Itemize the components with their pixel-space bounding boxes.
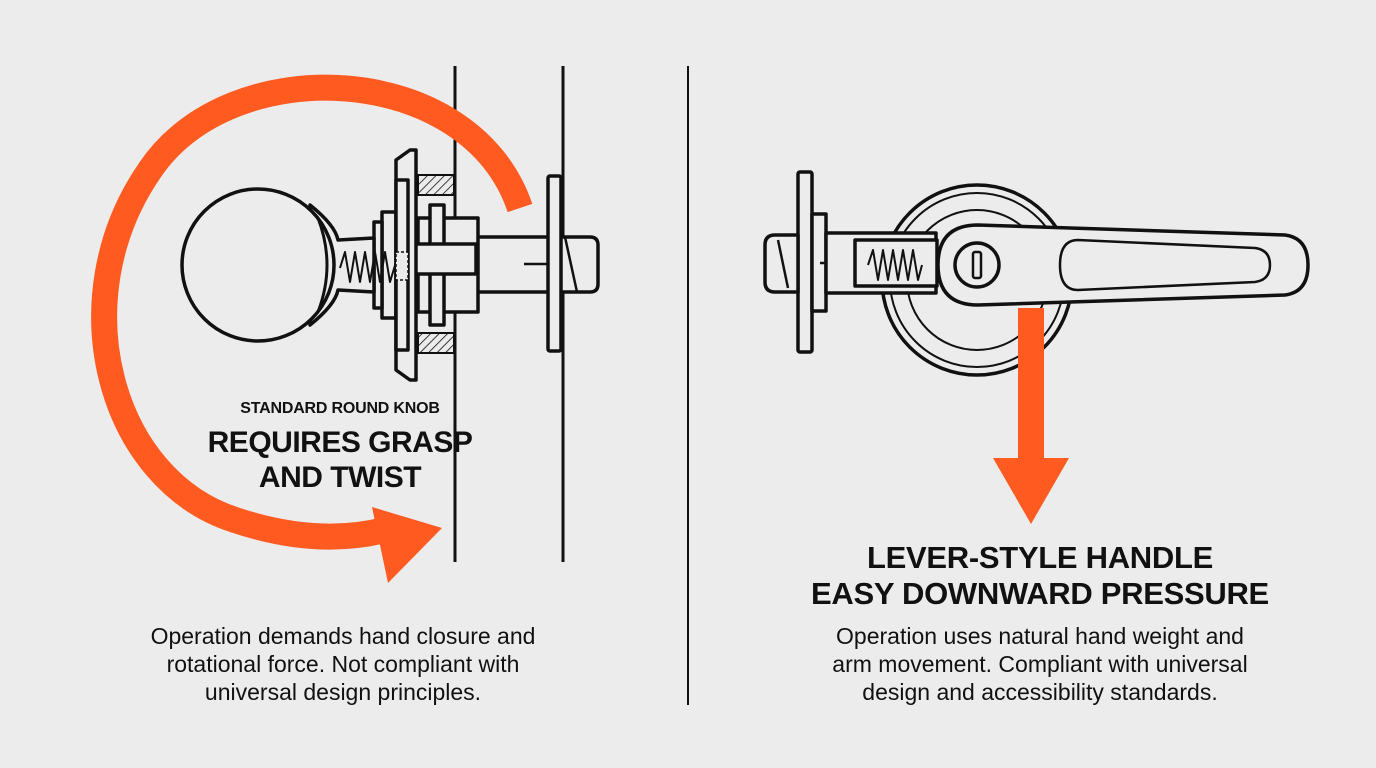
lever-description-line: arm movement. Compliant with universal <box>832 651 1248 677</box>
knob-subtitle: STANDARD ROUND KNOB <box>240 400 440 417</box>
rotation-arrow-icon <box>91 74 533 583</box>
knob-description-line: universal design principles. <box>204 679 482 705</box>
lever-title: LEVER-STYLE HANDLE EASY DOWNWARD PRESSUR… <box>780 540 1300 612</box>
knob-title: REQUIRES GRASP AND TWIST <box>170 425 510 495</box>
knob-title-line: REQUIRES GRASP <box>207 426 473 459</box>
hatched-door-bore <box>417 174 455 354</box>
down-arrow-icon <box>993 308 1069 524</box>
knob-description: Operation demands hand closure and rotat… <box>100 622 586 706</box>
round-knob <box>180 148 600 382</box>
lever-title-line: EASY DOWNWARD PRESSURE <box>811 576 1269 611</box>
lever-description-line: Operation uses natural hand weight and <box>836 623 1244 649</box>
lever-handle <box>763 170 1310 377</box>
lever-title-line: LEVER-STYLE HANDLE <box>867 540 1213 575</box>
lever-description: Operation uses natural hand weight and a… <box>780 622 1300 706</box>
knob-description-line: Operation demands hand closure and <box>150 623 536 649</box>
knob-description-line: rotational force. Not compliant with <box>166 651 520 677</box>
knob-title-line: AND TWIST <box>258 461 422 494</box>
door-panel <box>453 66 565 562</box>
lever-description-line: design and accessibility standards. <box>862 679 1218 705</box>
